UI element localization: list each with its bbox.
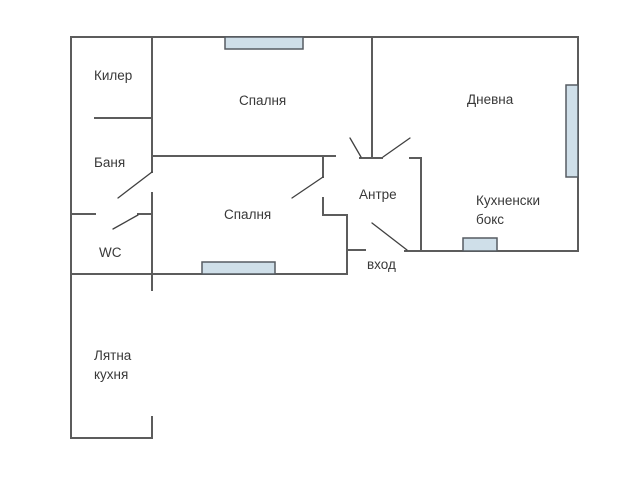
door-swing-wc bbox=[112, 214, 139, 230]
windows-group bbox=[201, 36, 579, 275]
window-living-room-icon bbox=[565, 84, 579, 178]
room-label-wc: WC bbox=[99, 245, 122, 260]
window-bedroom-middle-icon bbox=[201, 261, 276, 275]
door-swing-entrance bbox=[371, 222, 408, 251]
door-swing-bedroom-middle bbox=[291, 176, 324, 199]
room-label-kitchenette: Кухненски бокс bbox=[476, 193, 540, 227]
room-label-bedroom-top: Спалня bbox=[239, 93, 287, 108]
room-label-banya: Баня bbox=[94, 155, 126, 170]
door-swing-banya bbox=[117, 171, 153, 199]
door-swing-living-room bbox=[382, 137, 411, 158]
window-kitchenette-icon bbox=[462, 237, 498, 252]
room-label-bedroom-middle: Спалня bbox=[224, 207, 272, 222]
room-label-summer-kitchen: Лятна кухня bbox=[94, 348, 132, 382]
door-swing-bedroom-top bbox=[349, 137, 362, 158]
room-label-entrance: вход bbox=[367, 257, 396, 272]
room-label-kiler: Килер bbox=[94, 68, 133, 83]
window-bedroom-top-icon bbox=[224, 36, 304, 50]
door-swings-group bbox=[112, 137, 411, 251]
room-label-antre: Антре bbox=[359, 187, 397, 202]
room-label-living-room: Дневна bbox=[467, 92, 514, 107]
